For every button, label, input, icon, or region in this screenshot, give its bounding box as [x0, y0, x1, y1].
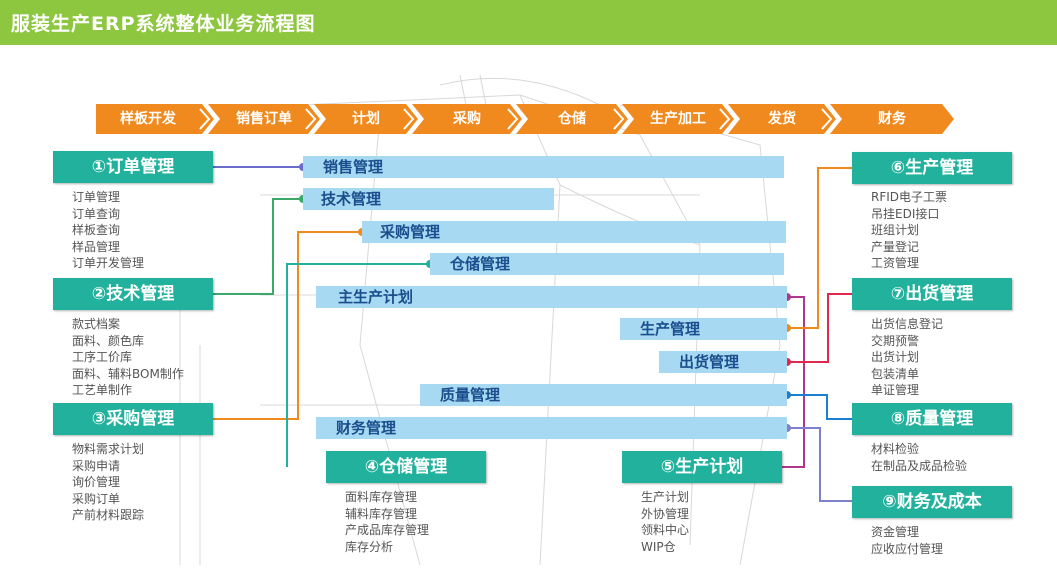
- module-quality-management: ⑧质量管理: [852, 403, 1012, 435]
- list-item: 工资管理: [871, 256, 920, 271]
- bar-label: 出货管理: [679, 353, 740, 371]
- process-step-label: 仓储: [558, 111, 586, 127]
- list-item: 领料中心: [641, 523, 690, 538]
- list-item: 样品管理: [72, 239, 121, 254]
- connector-warehouse: [286, 263, 430, 467]
- module-purchase-items: 物料需求计划 采购申请 询价管理 采购订单 产前材料跟踪: [72, 441, 144, 524]
- module-purchase-management: ③采购管理: [53, 403, 213, 435]
- bar-warehouse-management: 仓储管理: [430, 253, 784, 275]
- bar-label: 主生产计划: [338, 288, 414, 306]
- list-item: 出货信息登记: [871, 317, 944, 331]
- module-finance-cost: ⑨财务及成本: [852, 486, 1012, 518]
- process-step: 样板开发: [96, 104, 214, 134]
- list-item: 交期预警: [871, 333, 920, 348]
- title-bar: 服装生产ERP系统整体业务流程图: [0, 0, 1057, 45]
- list-item: 采购订单: [72, 491, 121, 506]
- process-step-label: 计划: [352, 111, 380, 127]
- list-item: 应收应付管理: [871, 541, 944, 556]
- list-item: 外协管理: [641, 506, 690, 521]
- page-title: 服装生产ERP系统整体业务流程图: [11, 13, 316, 35]
- module-shipment-items: 出货信息登记 交期预警 出货计划 包装清单 单证管理: [871, 316, 943, 399]
- list-item: WIP仓: [641, 539, 676, 554]
- bar-label: 采购管理: [380, 223, 441, 241]
- connector-tech: [213, 198, 303, 295]
- list-item: 吊挂EDI接口: [871, 206, 940, 221]
- list-item: 产量登记: [871, 239, 920, 254]
- list-item: 面料库存管理: [345, 490, 418, 504]
- list-item: 在制品及成品检验: [871, 458, 968, 473]
- process-step: 仓储: [516, 104, 628, 134]
- process-step-label: 财务: [878, 111, 906, 127]
- process-step: 计划: [314, 104, 418, 134]
- module-production-plan-items: 生产计划 外协管理 领料中心 WIP仓: [641, 489, 689, 555]
- list-item: 采购申请: [72, 458, 121, 473]
- bar-label: 生产管理: [640, 320, 701, 338]
- list-item: 库存分析: [345, 539, 394, 554]
- list-item: 订单查询: [72, 206, 121, 221]
- list-item: 辅料库存管理: [345, 506, 418, 521]
- module-production-items: RFID电子工票 吊挂EDI接口 班组计划 产量登记 工资管理: [871, 189, 947, 272]
- list-item: 工序工价库: [72, 350, 133, 365]
- module-quality-items: 材料检验 在制品及成品检验: [871, 441, 967, 474]
- list-item: 单证管理: [871, 383, 920, 398]
- process-step-label: 采购: [453, 111, 481, 127]
- process-step-label: 生产加工: [650, 111, 706, 127]
- bar-shipment-management: 出货管理: [659, 351, 787, 373]
- connector-mps-plan: [776, 296, 805, 468]
- list-item: 出货计划: [871, 350, 920, 365]
- module-tech-management: ②技术管理: [53, 278, 213, 310]
- bar-label: 仓储管理: [450, 255, 511, 273]
- list-item: 订单开发管理: [72, 256, 145, 271]
- module-tech-items: 款式档案 面料、颜色库 工序工价库 面料、辅料BOM制作 工艺单制作: [72, 316, 184, 399]
- process-step: 生产加工: [622, 104, 734, 134]
- list-item: 样板查询: [72, 223, 121, 238]
- process-step: 采购: [412, 104, 522, 134]
- process-step: 财务: [830, 104, 954, 134]
- process-step: 销售订单: [208, 104, 320, 134]
- bar-label: 质量管理: [440, 386, 501, 404]
- list-item: 生产计划: [641, 490, 690, 504]
- list-item: 面料、颜色库: [72, 333, 145, 348]
- process-step-label: 销售订单: [236, 111, 292, 127]
- connector-shipment: [787, 293, 852, 363]
- list-item: 包装清单: [871, 366, 920, 381]
- module-warehouse-items: 面料库存管理 辅料库存管理 产成品库存管理 库存分析: [345, 489, 429, 555]
- process-step-label: 发货: [768, 111, 796, 127]
- list-item: 物料需求计划: [72, 442, 145, 456]
- module-shipment-management: ⑦出货管理: [852, 278, 1012, 310]
- list-item: 询价管理: [72, 475, 121, 490]
- process-step-label: 样板开发: [120, 111, 176, 127]
- process-step: 发货: [728, 104, 836, 134]
- module-warehouse-management: ④仓储管理: [326, 451, 486, 483]
- bar-sales-management: 销售管理: [303, 156, 784, 178]
- bar-label: 技术管理: [321, 190, 382, 208]
- module-production-management: ⑥生产管理: [852, 152, 1012, 184]
- bar-master-production-plan: 主生产计划: [316, 286, 787, 308]
- connector-production: [787, 167, 852, 329]
- module-finance-items: 资金管理 应收应付管理: [871, 524, 943, 557]
- bar-quality-management: 质量管理: [420, 384, 787, 406]
- bar-label: 财务管理: [336, 419, 397, 437]
- list-item: 订单管理: [72, 190, 121, 204]
- list-item: 面料、辅料BOM制作: [72, 366, 184, 381]
- bar-production-management: 生产管理: [620, 318, 787, 340]
- connector-quality: [787, 394, 852, 420]
- list-item: 资金管理: [871, 525, 920, 539]
- list-item: 产前材料跟踪: [72, 508, 145, 523]
- bar-finance-management: 财务管理: [316, 417, 787, 439]
- module-order-management: ①订单管理: [53, 151, 213, 183]
- connector-finance: [787, 427, 852, 502]
- list-item: 材料检验: [871, 442, 920, 456]
- list-item: 班组计划: [871, 223, 920, 238]
- module-order-items: 订单管理 订单查询 样板查询 样品管理 订单开发管理: [72, 189, 144, 272]
- list-item: 产成品库存管理: [345, 523, 430, 538]
- list-item: 工艺单制作: [72, 383, 133, 398]
- list-item: RFID电子工票: [871, 190, 948, 204]
- bar-label: 销售管理: [323, 158, 384, 176]
- list-item: 款式档案: [72, 317, 121, 331]
- bar-tech-management: 技术管理: [303, 188, 554, 210]
- module-production-plan: ⑤生产计划: [622, 451, 782, 483]
- connector-purchase: [213, 231, 362, 420]
- bar-purchase-management: 采购管理: [362, 221, 786, 243]
